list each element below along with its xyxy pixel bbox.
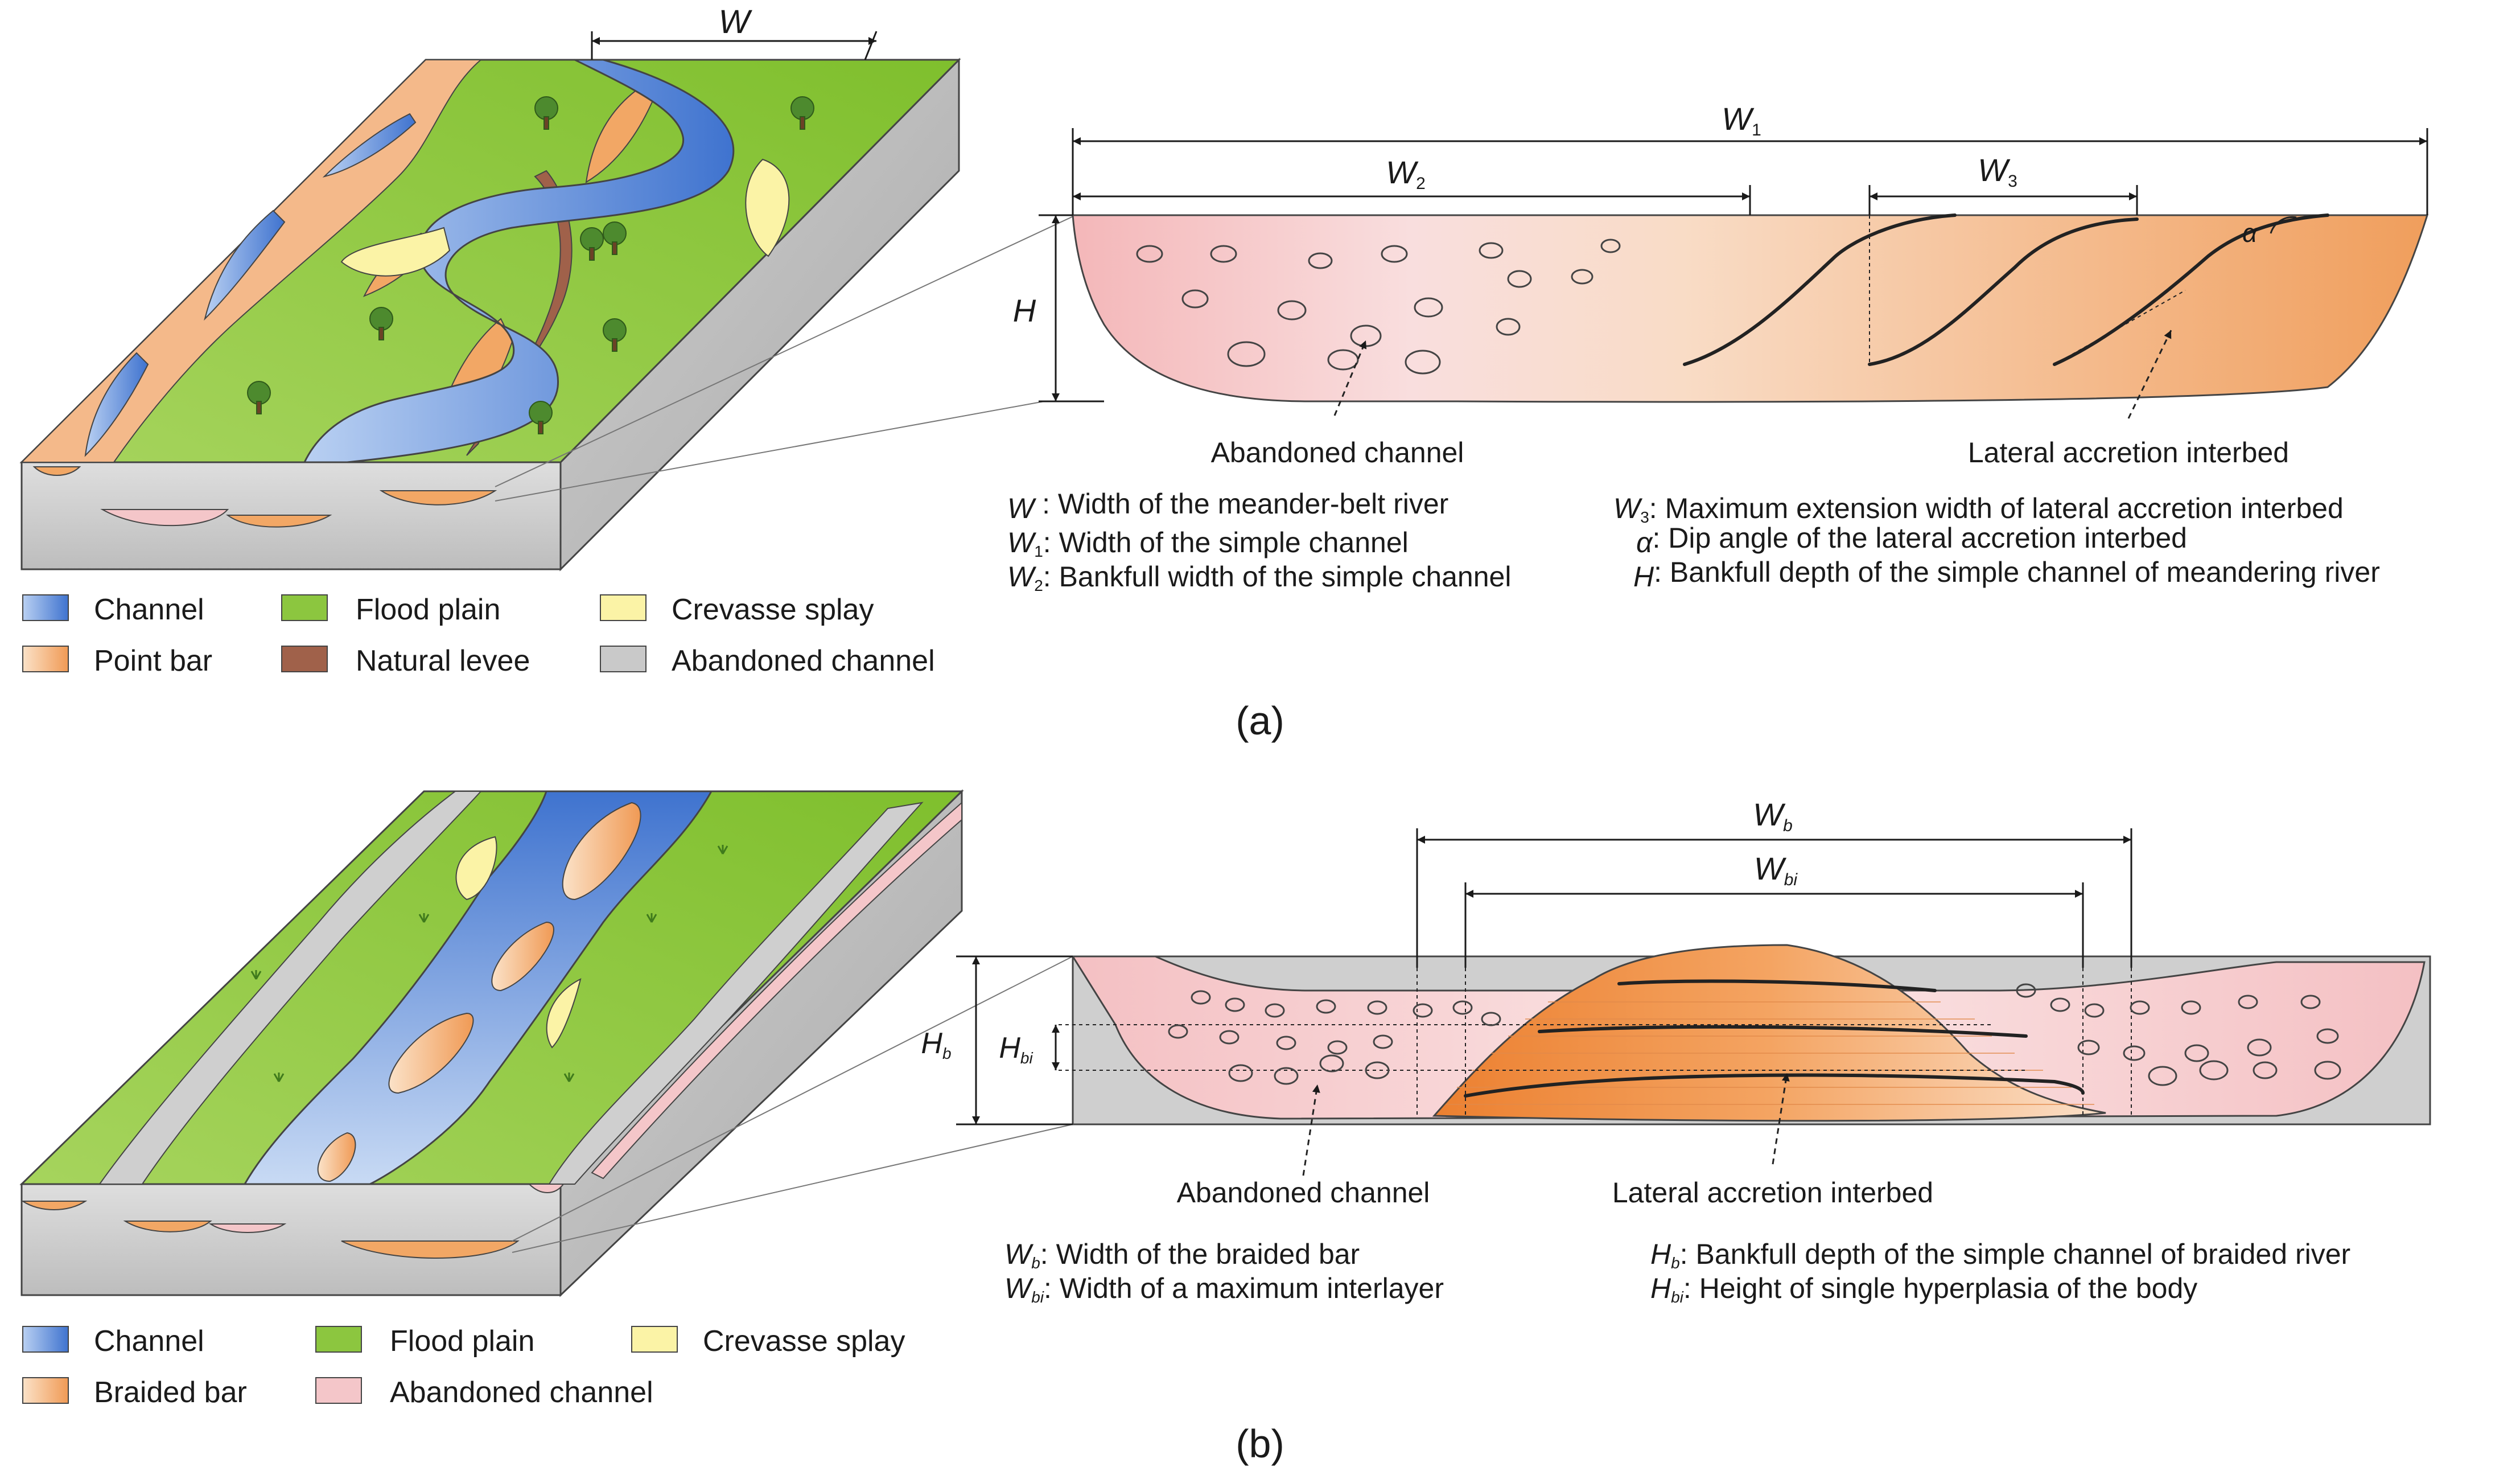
legend-a-flood-plain: Flood plain bbox=[356, 593, 500, 626]
legend-a-crevasse-splay: Crevasse splay bbox=[672, 593, 874, 626]
legend-b-flood-plain: Flood plain bbox=[390, 1325, 534, 1358]
legend-swatch-crevasse-splay bbox=[600, 594, 647, 621]
legend-b-abandoned-channel: Abandoned channel bbox=[390, 1376, 653, 1409]
grass-icons bbox=[250, 845, 728, 1082]
annotation-abandoned-channel-a: Abandoned channel bbox=[1211, 437, 1464, 469]
definition-a-left-1: W1: Width of the simple channel bbox=[1007, 527, 1409, 560]
legend-a-natural-levee: Natural levee bbox=[356, 644, 530, 677]
dim-W-label: W bbox=[719, 3, 753, 40]
definition-a-left-0: W : Width of the meander-belt river bbox=[1007, 488, 1448, 524]
panel-a-block-diagram: W bbox=[19, 3, 1076, 572]
definition-b-left-0: Wb: Width of the braided bar bbox=[1004, 1238, 1360, 1272]
legend-b-swatch-abandoned-channel bbox=[315, 1377, 362, 1404]
definition-b-right-0: Hb: Bankfull depth of the simple channel… bbox=[1650, 1238, 2350, 1272]
legend-a-point-bar: Point bar bbox=[94, 644, 212, 677]
definition-b-right-1: Hbi: Height of single hyperplasia of the… bbox=[1650, 1272, 2197, 1306]
legend-swatch-natural-levee bbox=[281, 646, 328, 672]
legend-b-braided-bar: Braided bar bbox=[94, 1376, 247, 1409]
dim-Hbi-label: Hbi bbox=[999, 1032, 1033, 1067]
dim-Wbi-label: Wbi bbox=[1754, 851, 1798, 889]
definition-a-right-0: W3: Maximum extension width of lateral a… bbox=[1613, 492, 2344, 526]
panel-b-cross-section: Wb Wbi Hb Hbi Abandoned channel Lateral … bbox=[921, 796, 2431, 1209]
pebbles-b bbox=[1168, 983, 2341, 1086]
panel-b-legend: Channel Flood plain Crevasse splay Braid… bbox=[22, 1325, 905, 1409]
dim-W1-label: W1 bbox=[1722, 101, 1761, 139]
legend-a-channel: Channel bbox=[94, 593, 204, 626]
dim-W2-label: W2 bbox=[1386, 154, 1426, 193]
dim-Wb-label: Wb bbox=[1753, 796, 1793, 835]
annotation-abandoned-channel-b: Abandoned channel bbox=[1177, 1177, 1430, 1209]
accretion-lines-a bbox=[1683, 213, 2329, 366]
panel-a-definitions: W : Width of the meander-belt river W1: … bbox=[1007, 488, 2380, 594]
caption-b: (b) bbox=[1236, 1422, 1284, 1466]
legend-b-channel: Channel bbox=[94, 1325, 204, 1358]
legend-b-swatch-channel bbox=[22, 1326, 69, 1353]
legend-swatch-point-bar bbox=[22, 646, 69, 672]
annotation-lateral-accretion-a: Lateral accretion interbed bbox=[1968, 437, 2289, 469]
legend-b-swatch-flood-plain bbox=[315, 1326, 362, 1353]
legend-swatch-channel bbox=[22, 594, 69, 621]
dim-H-label: H bbox=[1013, 293, 1036, 328]
legend-swatch-abandoned-channel bbox=[600, 646, 647, 672]
panel-b-definitions: Wb: Width of the braided bar Wbi: Width … bbox=[1004, 1238, 2350, 1306]
annotation-lateral-accretion-b: Lateral accretion interbed bbox=[1612, 1177, 1933, 1209]
panel-a-cross-section: α W1 W2 W3 H Abandoned channel Lateral a… bbox=[1013, 101, 2429, 469]
pebbles-a bbox=[1136, 239, 1621, 375]
legend-b-swatch-crevasse-splay bbox=[631, 1326, 678, 1353]
definition-a-left-2: W2: Bankfull width of the simple channel bbox=[1007, 561, 1511, 594]
definition-a-right-1: α: Dip angle of the lateral accretion in… bbox=[1636, 522, 2187, 558]
dim-Hb-label: Hb bbox=[921, 1027, 951, 1062]
definition-a-right-2: H: Bankfull depth of the simple channel … bbox=[1633, 556, 2380, 593]
panel-b-block-diagram bbox=[19, 789, 1073, 1297]
tree-icons bbox=[247, 96, 814, 434]
dim-alpha-label: α bbox=[2242, 218, 2258, 248]
definition-b-left-1: Wbi: Width of a maximum interlayer bbox=[1004, 1272, 1444, 1306]
legend-a-abandoned-channel: Abandoned channel bbox=[672, 644, 935, 677]
panel-a-legend: Channel Flood plain Crevasse splay Point… bbox=[22, 593, 935, 677]
dim-W3-label: W3 bbox=[1978, 152, 2017, 191]
legend-b-swatch-braided-bar bbox=[22, 1377, 69, 1404]
caption-a: (a) bbox=[1236, 699, 1284, 743]
legend-swatch-flood-plain bbox=[281, 594, 328, 621]
accretion-lines-b bbox=[1464, 979, 2085, 1098]
legend-b-crevasse-splay: Crevasse splay bbox=[703, 1325, 905, 1358]
